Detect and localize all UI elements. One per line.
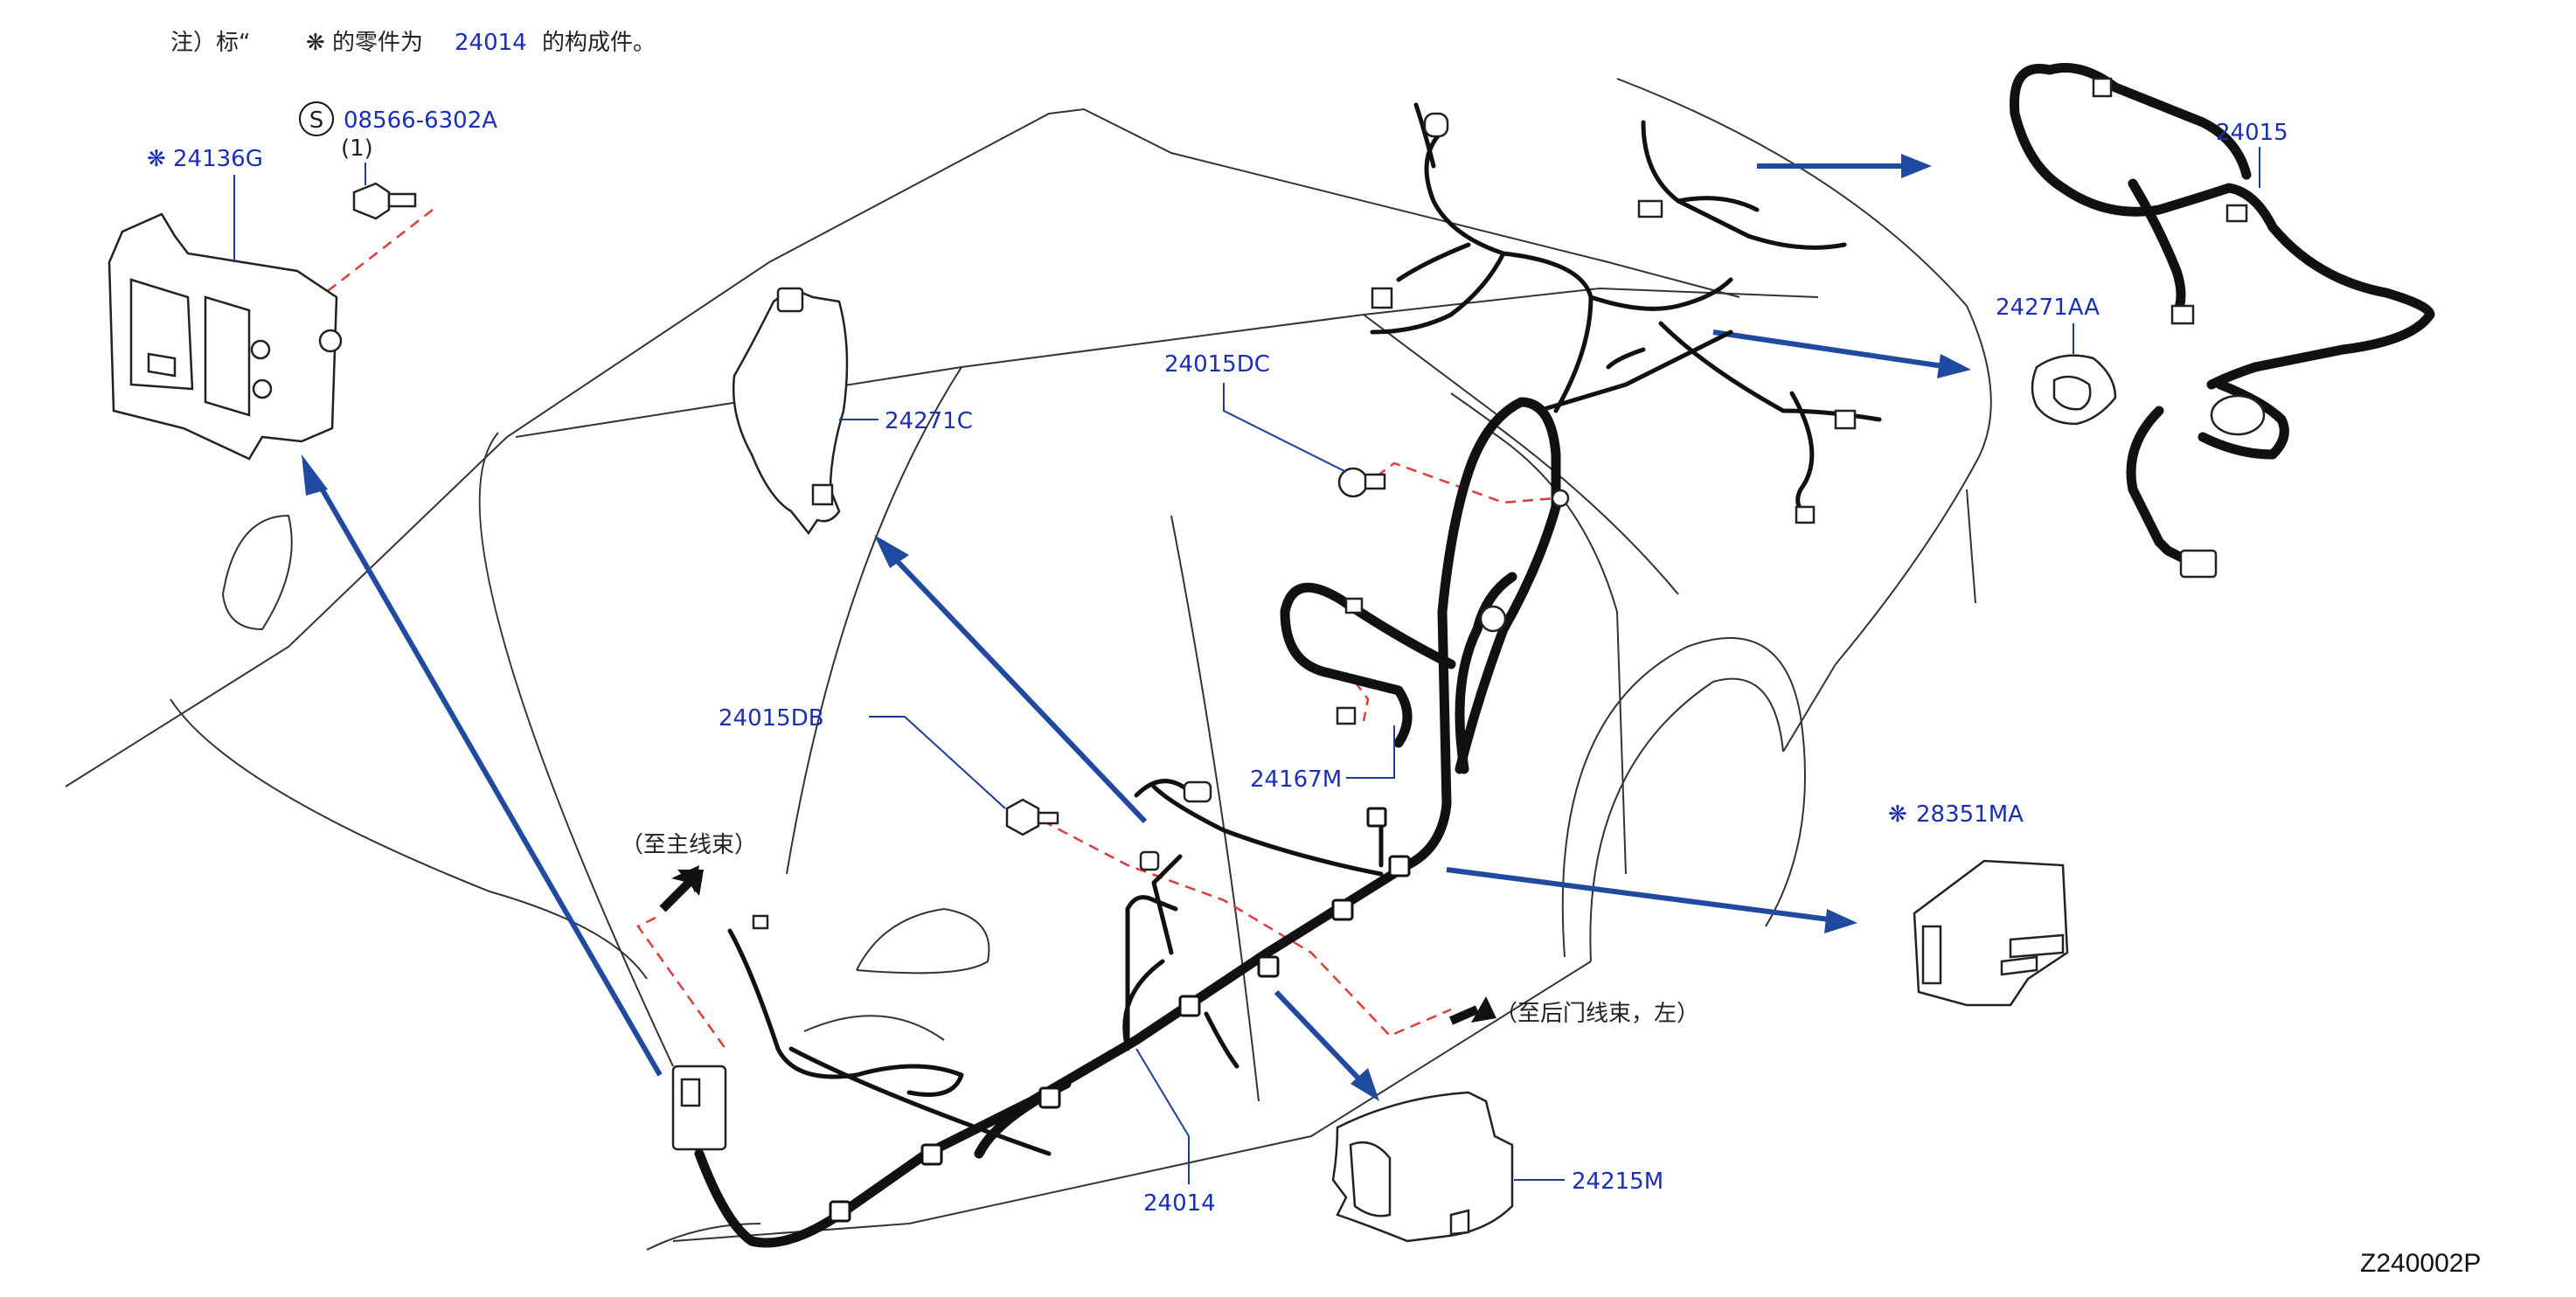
part-label-24271C[interactable]: 24271C xyxy=(885,408,973,434)
harness-24015[interactable] xyxy=(2010,63,2435,579)
note-mark: ❋ xyxy=(306,30,325,56)
part-label-24015[interactable]: 24015 xyxy=(2216,120,2288,146)
part-label-24167M[interactable]: 24167M xyxy=(1250,766,1342,793)
to-rear-door-arrow-icon xyxy=(1471,996,1496,1023)
diagram-code: Z240002P xyxy=(2360,1249,2481,1278)
standard-part-s-icon: S xyxy=(309,108,324,134)
part-label-24015DB[interactable]: 24015DB xyxy=(719,705,824,732)
harness-connectors xyxy=(671,112,1857,1151)
part-label-24014[interactable]: 24014 xyxy=(1143,1190,1216,1217)
part-label-24215M[interactable]: 24215M xyxy=(1572,1169,1663,1195)
quantity-label: (1) xyxy=(341,135,373,162)
part-label-24271AA[interactable]: 24271AA xyxy=(1996,295,2100,321)
part-28351MA[interactable] xyxy=(1913,859,2069,1007)
label-24015DC: 24015DC xyxy=(1164,351,1347,473)
part-24136G[interactable] xyxy=(108,212,343,461)
label-24271C: 24271C xyxy=(839,408,973,434)
note-suffix: 的构成件。 xyxy=(542,30,656,56)
label-28351MA: ❋ 28351MA xyxy=(1888,801,2024,828)
part-24015DB[interactable] xyxy=(1005,798,1059,836)
harness-24014[interactable] xyxy=(694,102,1882,1248)
label-24136G: ❋ 24136G xyxy=(147,146,263,262)
label-24015: 24015 xyxy=(2216,120,2288,188)
note-line: 注）标“ ❋ 的零件为 24014 的构成件。 xyxy=(170,30,656,56)
label-24167M: 24167M xyxy=(1250,725,1395,793)
harness-clips xyxy=(829,807,1411,1223)
to-rear-door-label: （至后门线束，左） xyxy=(1495,1001,1699,1027)
part-label-08566-6302A[interactable]: 08566-6302A xyxy=(344,108,497,134)
note-part-link[interactable]: 24014 xyxy=(455,30,527,56)
label-24215M: 24215M xyxy=(1514,1169,1663,1195)
to-rear-door-note: （至后门线束，左） xyxy=(1449,996,1699,1027)
note-mid: 的零件为 xyxy=(332,30,423,56)
star-mark-28351MA: ❋ xyxy=(1888,801,1907,828)
part-24271C[interactable] xyxy=(732,287,849,536)
part-label-28351MA[interactable]: 28351MA xyxy=(1916,801,2024,828)
note-prefix: 注）标“ xyxy=(170,30,250,56)
label-24015DB: 24015DB xyxy=(719,705,1006,809)
part-24215M[interactable] xyxy=(1331,1091,1514,1243)
locator-arrows xyxy=(302,154,1971,1101)
label-24014: 24014 xyxy=(1135,1048,1216,1217)
part-label-24015DC[interactable]: 24015DC xyxy=(1164,351,1270,378)
part-24015DC[interactable] xyxy=(1337,467,1570,508)
to-main-harness-label: （至主线束） xyxy=(621,832,757,858)
label-24271AA: 24271AA xyxy=(1996,295,2100,354)
label-08566: S 08566-6302A (1) xyxy=(299,101,497,185)
bolt-08566-6302A[interactable] xyxy=(352,182,417,220)
star-mark-24136G: ❋ xyxy=(147,146,166,172)
to-main-harness-note: （至主线束） xyxy=(621,832,757,912)
part-label-24136G[interactable]: 24136G xyxy=(173,146,263,172)
dash-guides xyxy=(296,209,1557,1050)
part-24271AA[interactable] xyxy=(2031,354,2117,426)
car-body-outline xyxy=(65,78,1992,1251)
